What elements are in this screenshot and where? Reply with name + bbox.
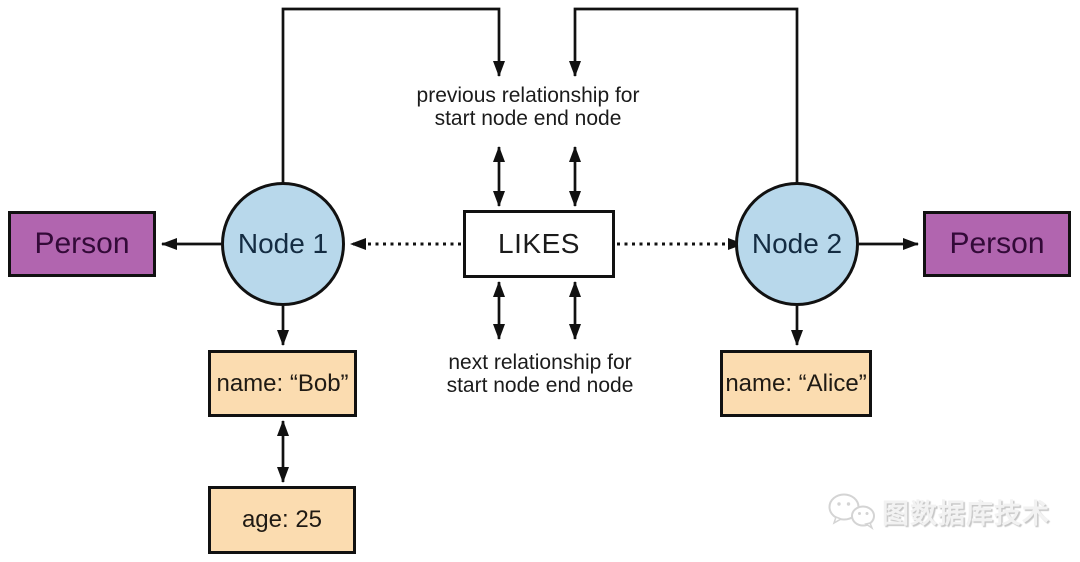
watermark: 图数据库技术: [826, 490, 1050, 532]
node1-label: Node 1: [237, 228, 329, 259]
relationship-box: LIKES: [463, 210, 615, 278]
previous-relationship-caption: previous relationship for start node end…: [393, 84, 663, 130]
prev-rel-connector-from-node2: [569, 7, 799, 183]
node2-name-property-text: name: “Alice”: [725, 369, 867, 397]
node1-circle: Node 1: [221, 182, 345, 306]
next-caption-line2: start node end node: [446, 374, 634, 397]
node2-name-property-box: name: “Alice”: [720, 350, 872, 417]
relationship-label: LIKES: [498, 228, 580, 259]
person-label-box-right: Person: [923, 211, 1071, 277]
person-label-right-text: Person: [949, 227, 1045, 260]
previous-caption-line2: start node end node: [434, 107, 622, 130]
person-label-box-left: Person: [8, 211, 156, 277]
node1-age-property-box: age: 25: [208, 486, 356, 554]
previous-caption-line1: previous relationship for: [416, 84, 640, 107]
next-relationship-caption: next relationship for start node end nod…: [405, 351, 675, 397]
node2-circle: Node 2: [735, 182, 859, 306]
wechat-icon: [828, 493, 875, 530]
next-caption-line1: next relationship for: [448, 351, 632, 374]
node1-name-property-text: name: “Bob”: [216, 369, 349, 397]
node1-name-property-box: name: “Bob”: [208, 350, 357, 417]
prev-rel-connector-from-node1: [281, 7, 505, 183]
person-label-left-text: Person: [34, 227, 130, 260]
node1-age-property-text: age: 25: [241, 506, 323, 533]
watermark-text: 图数据库技术: [882, 498, 1050, 529]
node2-label: Node 2: [751, 228, 843, 259]
